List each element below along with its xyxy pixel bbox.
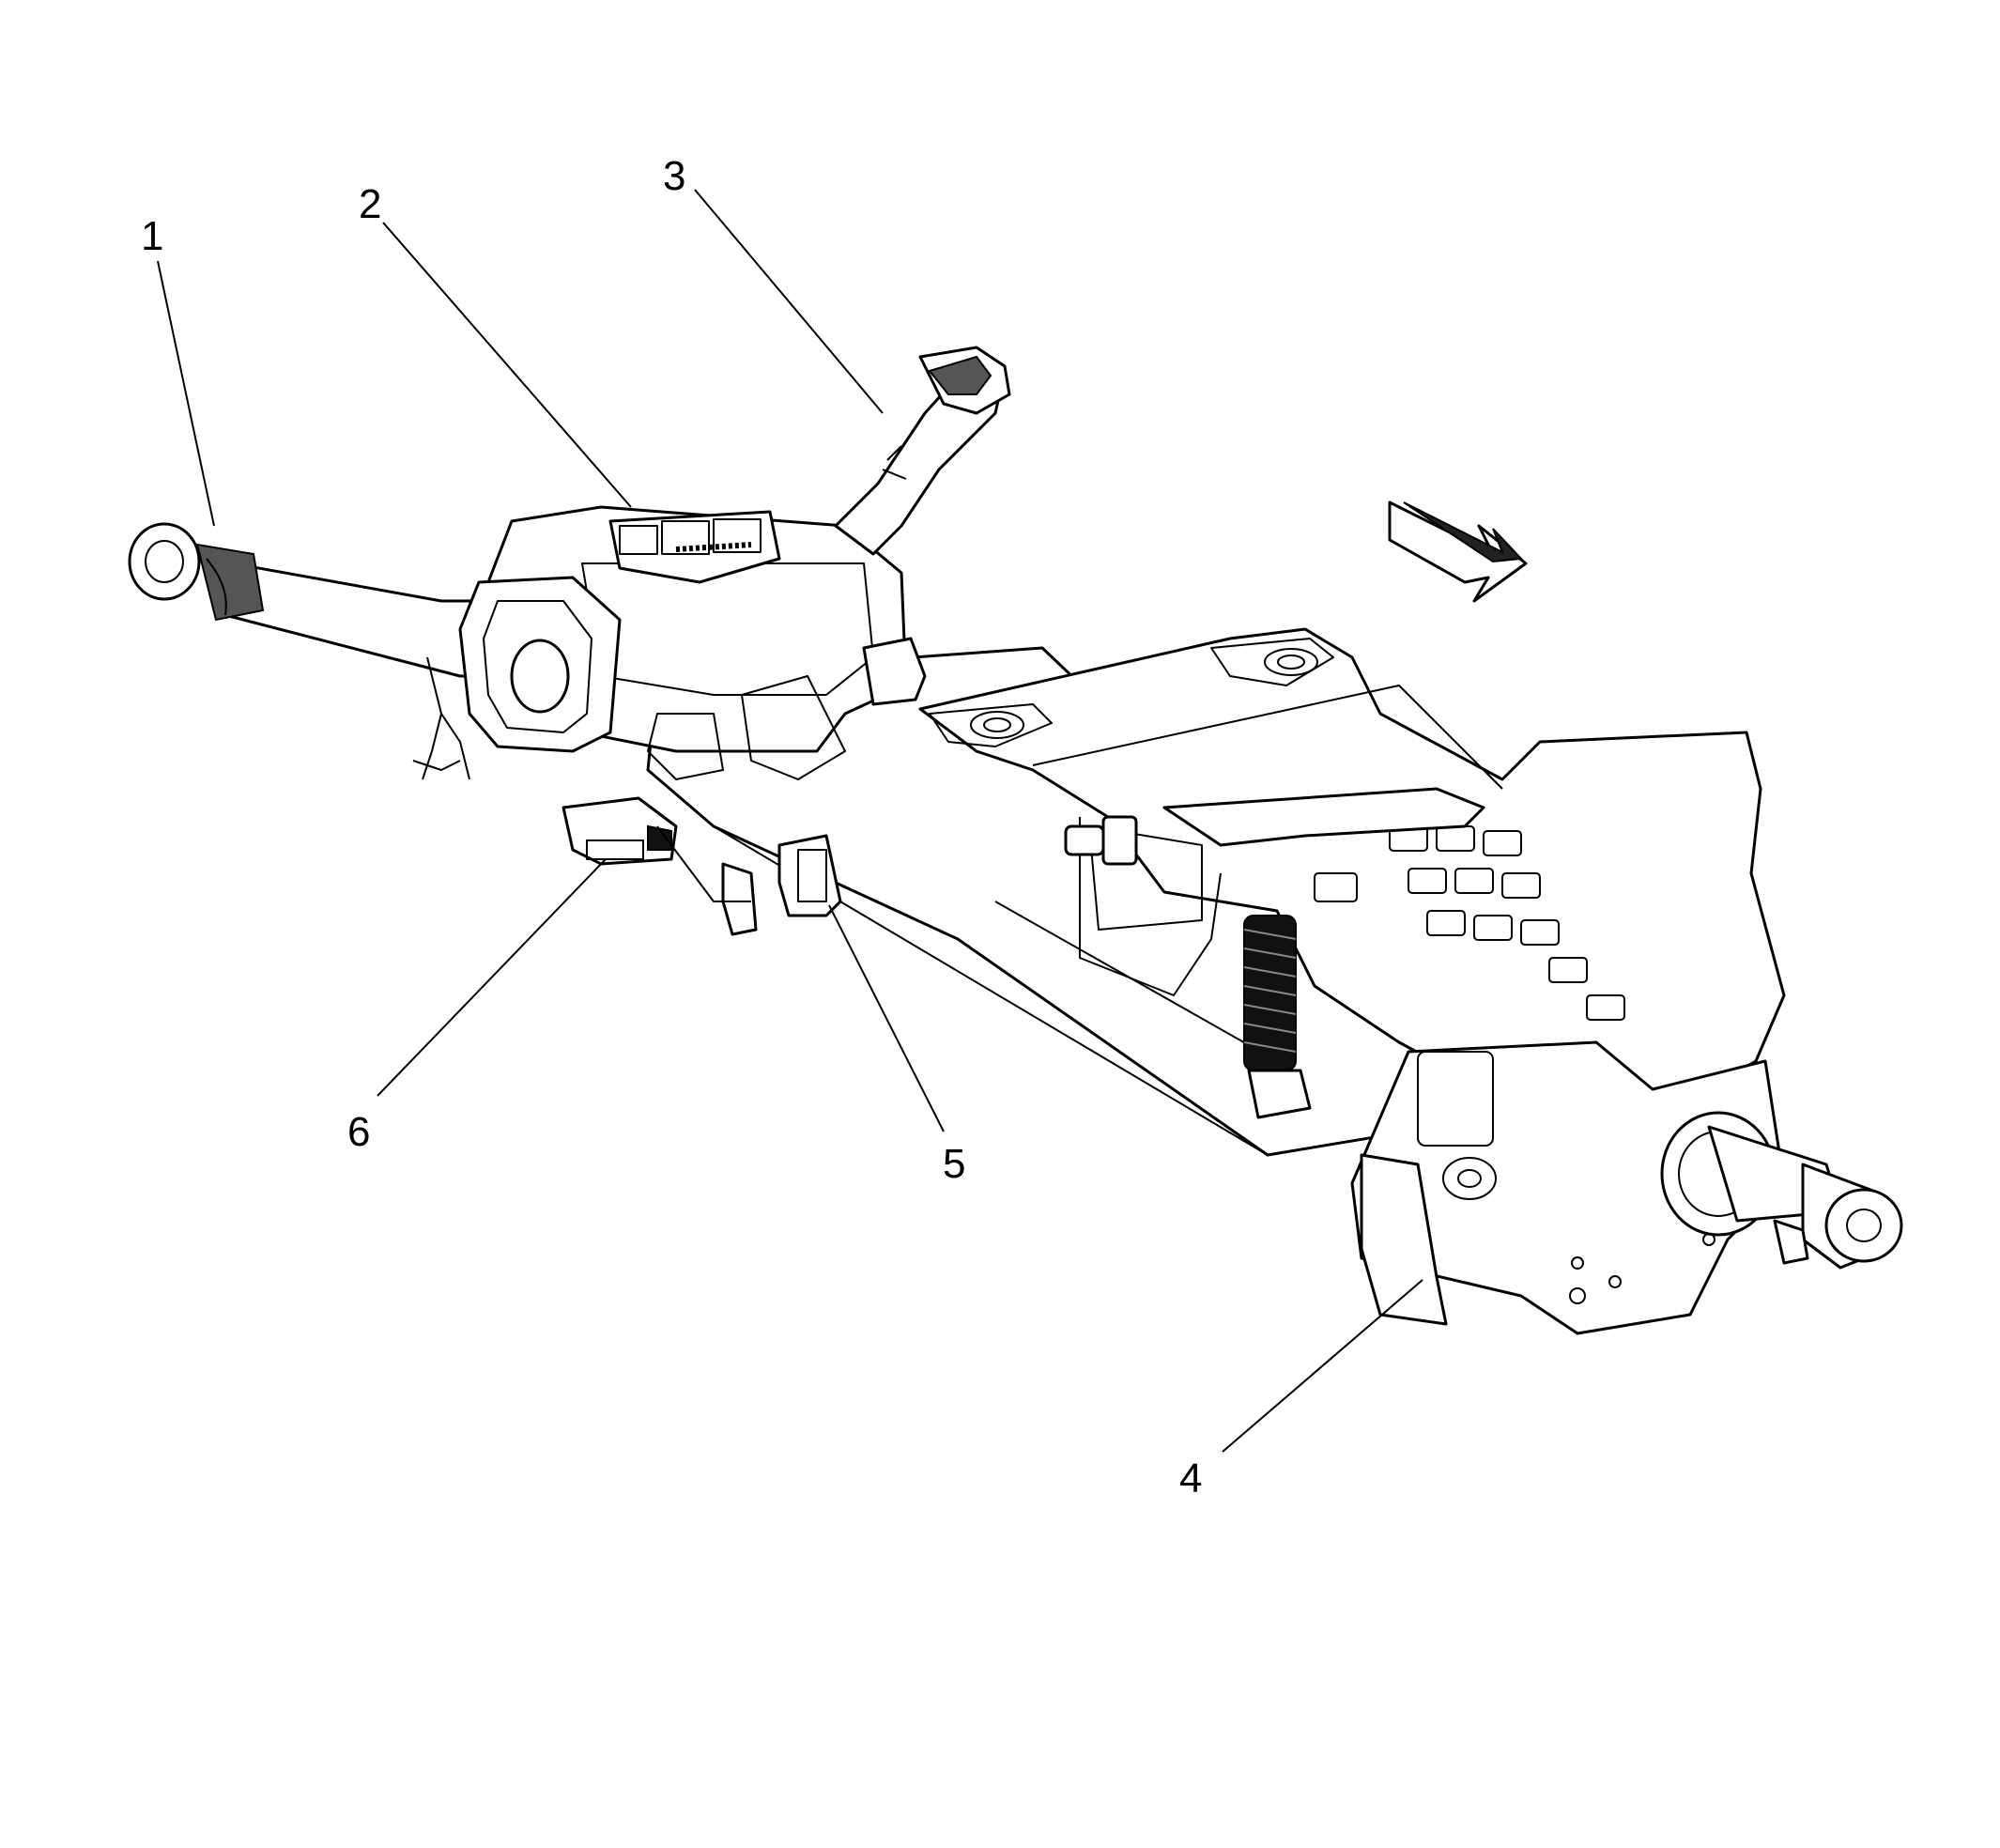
leader-line-5 bbox=[828, 904, 945, 1132]
lower-center-connector bbox=[777, 834, 842, 917]
intermediate-shaft-end bbox=[1660, 1111, 1903, 1270]
callout-1: 1 bbox=[141, 213, 163, 259]
lever-mount-ring bbox=[458, 576, 622, 753]
callout-3: 3 bbox=[663, 153, 685, 199]
knurled-shaft bbox=[1243, 915, 1312, 1119]
leader-line-3 bbox=[694, 189, 884, 414]
mounting-nut bbox=[1064, 815, 1138, 866]
leader-line-1 bbox=[157, 260, 215, 527]
wiring-harness bbox=[412, 656, 470, 780]
leader-line-4 bbox=[1222, 1279, 1423, 1453]
callout-leaders bbox=[157, 189, 1423, 1453]
leader-line-6 bbox=[377, 858, 607, 1097]
lower-housing bbox=[1350, 1040, 1786, 1335]
leader-line-2 bbox=[382, 222, 632, 508]
callout-5: 5 bbox=[943, 1141, 965, 1187]
wiper-washer-switch-lever bbox=[834, 346, 1011, 556]
side-connector bbox=[862, 637, 927, 706]
callout-4: 4 bbox=[1179, 1455, 1202, 1502]
tilt-release-lever bbox=[1162, 787, 1485, 847]
callout-6: 6 bbox=[347, 1109, 370, 1155]
callout-labels: 1 2 3 4 5 6 bbox=[141, 153, 1202, 1502]
lower-left-connector bbox=[562, 796, 678, 866]
front-direction-arrow-icon bbox=[1388, 500, 1528, 603]
steering-column-illustration bbox=[128, 346, 1903, 1335]
top-electrical-connector bbox=[608, 510, 781, 584]
ignition-control-module bbox=[1360, 1153, 1448, 1326]
lower-stalk bbox=[721, 862, 758, 936]
callout-2: 2 bbox=[359, 181, 381, 227]
mounting-bracket bbox=[918, 627, 1786, 1110]
